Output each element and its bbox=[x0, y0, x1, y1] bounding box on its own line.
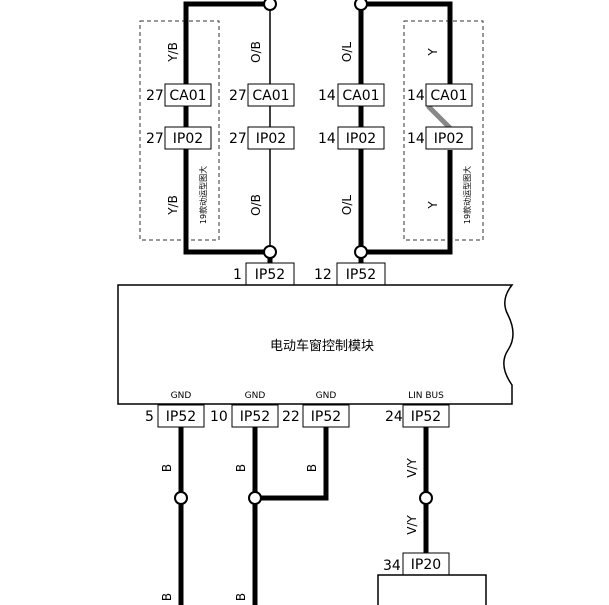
pin-1: 1 bbox=[233, 267, 242, 283]
wire-label-ol-top: O/L bbox=[340, 42, 354, 62]
pin-22: 22 bbox=[282, 409, 300, 425]
wire-label-b-10-top: B bbox=[234, 464, 248, 472]
left-box-note: 19款动运型图大 bbox=[198, 166, 208, 224]
pin-5: 5 bbox=[145, 409, 154, 425]
pin-27-ca01-mid: 27 bbox=[229, 88, 247, 104]
conn-ca01-left: CA01 bbox=[169, 88, 206, 104]
conn-ip20: IP20 bbox=[411, 557, 441, 573]
splice-top-right bbox=[354, 0, 368, 11]
conn-ip02-left-box bbox=[164, 126, 212, 150]
pin-27-ip02-left: 27 bbox=[146, 131, 164, 147]
wire-label-b-5-bottom: B bbox=[160, 593, 174, 601]
wire-label-ob-bottom: O/B bbox=[249, 194, 263, 216]
splice-vy bbox=[419, 491, 433, 505]
pin-14-ca01-right: 14 bbox=[407, 88, 425, 104]
module-title: 电动车窗控制模块 bbox=[270, 338, 374, 354]
wire-label-b-5-top: B bbox=[160, 464, 174, 472]
wire-y-crosslink bbox=[426, 104, 452, 130]
conn-ca01-mid-box bbox=[247, 83, 295, 107]
conn-ca01-right-mid: CA01 bbox=[342, 88, 379, 104]
pin-14-ip02-right: 14 bbox=[407, 131, 425, 147]
splice-b-pin10 bbox=[248, 491, 262, 505]
wire-label-ol-bottom: O/L bbox=[340, 195, 354, 215]
conn-ip52-12: IP52 bbox=[346, 267, 376, 283]
right-option-box bbox=[403, 20, 484, 241]
conn-ip52-22: IP52 bbox=[311, 409, 341, 425]
conn-ip02-right: IP02 bbox=[434, 131, 464, 147]
wire-label-vy-top: V/Y bbox=[405, 458, 419, 478]
splice-b-pin5 bbox=[174, 491, 188, 505]
conn-ip02-right-box bbox=[425, 126, 473, 150]
wire-label-b-10-bottom: B bbox=[234, 593, 248, 601]
wire-label-yb-top: Y/B bbox=[166, 42, 180, 63]
pin-10: 10 bbox=[210, 409, 228, 425]
splice-bottom-left bbox=[263, 245, 277, 259]
pin-label-lin-bus: LIN BUS bbox=[408, 391, 444, 401]
pin-27-ca01-left: 27 bbox=[146, 88, 164, 104]
conn-ip02-left: IP02 bbox=[173, 131, 203, 147]
pin-24: 24 bbox=[385, 409, 403, 425]
wire-label-ob-top: O/B bbox=[249, 41, 263, 63]
conn-ip02-mid: IP02 bbox=[256, 131, 286, 147]
wire-label-y-bottom: Y bbox=[426, 201, 440, 210]
left-option-box bbox=[139, 20, 220, 241]
conn-ip02-right-mid: IP02 bbox=[346, 131, 376, 147]
pin-label-gnd-5: GND bbox=[171, 391, 192, 401]
wire-b-pin22 bbox=[255, 427, 329, 501]
wire-label-b-22-top: B bbox=[305, 464, 319, 472]
pin-27-ip02-mid: 27 bbox=[229, 131, 247, 147]
wire-label-y-top: Y bbox=[426, 48, 440, 57]
pin-label-gnd-10: GND bbox=[245, 391, 266, 401]
wire-label-vy-bottom: V/Y bbox=[405, 515, 419, 535]
lower-device-box bbox=[377, 574, 487, 605]
conn-ip52-10: IP52 bbox=[240, 409, 270, 425]
module-box bbox=[117, 284, 514, 405]
wire-y-loop bbox=[361, 1, 453, 255]
conn-ca01-right-mid-box bbox=[337, 83, 385, 107]
conn-ca01-mid: CA01 bbox=[252, 88, 289, 104]
conn-ip02-mid-box bbox=[247, 126, 295, 150]
conn-ip52-1: IP52 bbox=[255, 267, 285, 283]
conn-ca01-right: CA01 bbox=[430, 88, 467, 104]
conn-ca01-right-box bbox=[425, 83, 473, 107]
pin-14-ip02-mid: 14 bbox=[318, 131, 336, 147]
pin-label-gnd-22: GND bbox=[316, 391, 337, 401]
pin-12: 12 bbox=[314, 267, 332, 283]
pin-34: 34 bbox=[383, 558, 401, 574]
conn-ca01-left-box bbox=[164, 83, 212, 107]
conn-ip52-24: IP52 bbox=[411, 409, 441, 425]
splice-bottom-right bbox=[354, 245, 368, 259]
conn-ip52-5: IP52 bbox=[166, 409, 196, 425]
right-box-note: 19款动运型图大 bbox=[462, 166, 472, 224]
splice-top-left bbox=[263, 0, 277, 11]
conn-ip02-right-mid-box bbox=[337, 126, 385, 150]
wire-label-yb-bottom: Y/B bbox=[166, 195, 180, 216]
pin-14-ca01-mid: 14 bbox=[318, 88, 336, 104]
